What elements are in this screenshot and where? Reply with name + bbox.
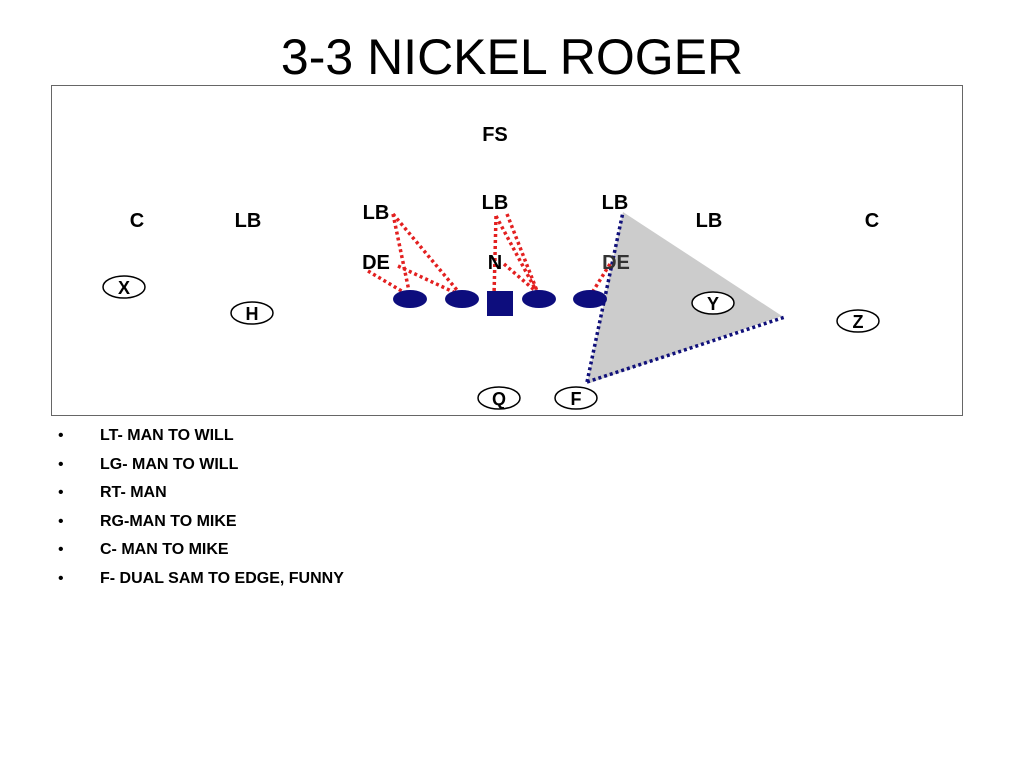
block-line [391, 213, 412, 297]
note-text: F- DUAL SAM TO EDGE, FUNNY [100, 569, 344, 587]
right-guard-marker [522, 290, 556, 308]
bullet-glyph: • [58, 455, 64, 473]
note-text: C- MAN TO MIKE [100, 541, 229, 558]
label-q: Q [492, 389, 506, 409]
route-line-f-to-edge [586, 315, 786, 384]
play-diagram: FS C LB LB LB LB LB C DE N DE X H Y Z Q [51, 85, 963, 416]
block-line [505, 213, 541, 297]
label-lb-left: LB [363, 202, 390, 224]
note-text: RG-MAN TO MIKE [100, 512, 237, 530]
note-item: • C- MAN TO MIKE [58, 540, 344, 569]
block-line [367, 269, 411, 298]
player-q: Q [477, 386, 521, 410]
coverage-zone [587, 212, 782, 384]
center-marker [487, 291, 513, 316]
note-text: LG- MAN TO WILL [100, 455, 239, 473]
block-line [492, 215, 498, 297]
label-lb-far-left: LB [235, 210, 262, 232]
label-y: Y [707, 294, 719, 314]
bullet-glyph: • [58, 427, 64, 444]
label-c-left: C [130, 210, 144, 232]
label-c-right: C [865, 210, 879, 232]
label-nose: N [488, 252, 502, 274]
block-line [502, 262, 541, 296]
play-diagram-svg: FS C LB LB LB LB LB C DE N DE X H Y Z Q [102, 124, 880, 410]
page-title: 3-3 NICKEL ROGER [280, 29, 744, 85]
label-lb-right-inner: LB [602, 192, 629, 214]
note-item: • RT- MAN [58, 483, 344, 512]
bullet-glyph: • [58, 541, 64, 558]
bullet-glyph: • [58, 484, 64, 501]
left-tackle-marker [393, 290, 427, 308]
bullet-glyph: • [58, 512, 64, 530]
label-z: Z [853, 312, 864, 332]
player-f: F [554, 386, 598, 410]
player-y: Y [691, 291, 735, 315]
assignment-notes: • LT- MAN TO WILL • LG- MAN TO WILL • RT- M… [58, 426, 344, 597]
note-text: RT- MAN [100, 484, 167, 501]
label-lb-far-right: LB [696, 210, 723, 232]
label-x: X [118, 278, 130, 298]
label-lb-mid: LB [482, 192, 509, 214]
block-line [391, 212, 464, 298]
label-f: F [571, 389, 582, 409]
label-h: H [246, 304, 259, 324]
note-item: • LT- MAN TO WILL [58, 426, 344, 455]
note-item: • F- DUAL SAM TO EDGE, FUNNY [58, 569, 344, 598]
player-x: X [102, 275, 146, 299]
left-guard-marker [445, 290, 479, 308]
right-tackle-marker [573, 290, 607, 308]
note-item: • LG- MAN TO WILL [58, 455, 344, 484]
note-item: • RG-MAN TO MIKE [58, 512, 344, 541]
label-de-left: DE [362, 252, 390, 274]
player-z: Z [836, 309, 880, 333]
player-h: H [230, 301, 274, 325]
label-fs: FS [482, 124, 508, 146]
label-de-right: DE [602, 252, 630, 274]
note-text: LT- MAN TO WILL [100, 427, 234, 444]
bullet-glyph: • [58, 569, 64, 587]
